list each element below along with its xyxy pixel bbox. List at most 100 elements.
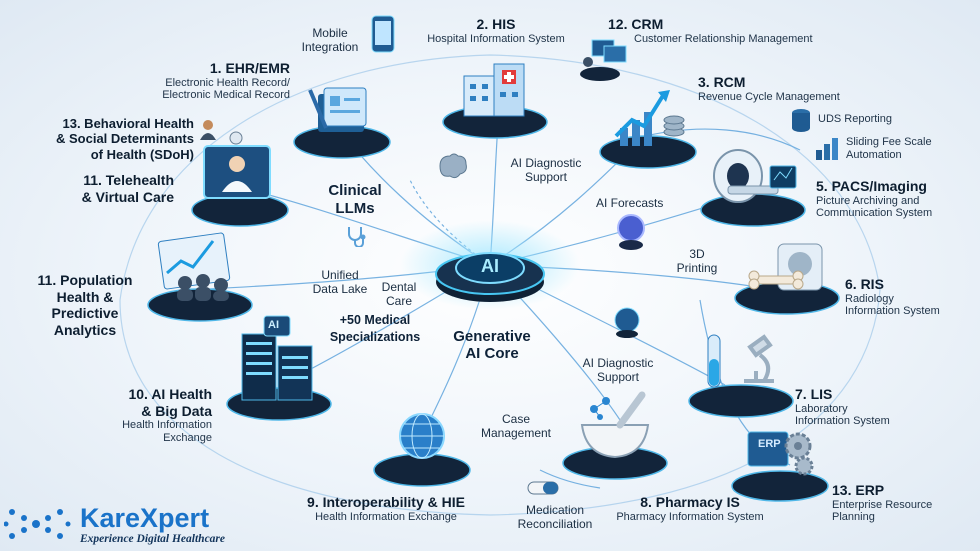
behavioral-line1: 13. Behavioral Health [62, 116, 195, 131]
telehealth-monitor-icon [190, 130, 290, 235]
clinical-line2: LLMs [335, 200, 375, 217]
lis-title: 7. LIS [795, 386, 833, 402]
mobile-line1: Mobile [312, 26, 348, 40]
mortar-pestle-icon [560, 385, 670, 490]
erp-sub2: Planning [832, 511, 875, 524]
telehealth-line1: 11. Telehealth [83, 172, 174, 188]
rcm-label: 3. RCM Revenue Cycle Management [698, 74, 840, 103]
ai-diagnostic-bottom-label: AI Diagnostic Support [570, 356, 666, 384]
bigdata-line1: 10. AI Health [128, 386, 212, 402]
hie-label: 9. Interoperability & HIE Health Informa… [286, 494, 486, 523]
uds-reporting-label: UDS Reporting [818, 113, 892, 125]
pharmacy-title: 8. Pharmacy IS [640, 494, 740, 510]
unified-line2: Data Lake [312, 282, 368, 297]
mri-scanner-icon [698, 140, 808, 235]
microscope-icon [686, 325, 796, 425]
ai-diag-bottom-line1: AI Diagnostic [582, 356, 654, 370]
dental-care-label: Dental Care [376, 280, 422, 308]
ris-title: 6. RIS [845, 276, 884, 292]
population-line1: 11. Population [37, 272, 133, 288]
generative-ai-core-title: Generative AI Core [442, 328, 542, 363]
pacs-title: 5. PACS/Imaging [816, 178, 927, 194]
ris-sub1: Radiology [845, 292, 894, 305]
rcm-title: 3. RCM [698, 74, 746, 90]
logo-tagline: Experience Digital Healthcare [80, 533, 226, 545]
mobile-phone-icon [368, 14, 398, 59]
dental-line2: Care [385, 294, 412, 309]
erp-title: 13. ERP [832, 482, 885, 498]
hospital-building-icon [440, 50, 550, 145]
mobile-integration-label: Mobile Integration [294, 26, 366, 54]
medication-reconciliation-label: Medication Reconciliation [508, 503, 602, 531]
erp-screen-text: ERP [758, 438, 781, 450]
population-label: 11. Population Health & Predictive Analy… [26, 272, 144, 338]
printing-line2: Printing [676, 261, 718, 276]
behavioral-health-person-icon [198, 118, 218, 147]
globe-small-icon [612, 306, 642, 345]
core-title-line2: AI Core [465, 345, 519, 363]
pharmacy-sub1: Pharmacy Information System [616, 510, 764, 523]
rcm-sub1: Revenue Cycle Management [698, 90, 840, 103]
bigdata-sub1: Health Information [122, 419, 212, 432]
uds-database-icon [790, 108, 812, 139]
medication-line2: Reconciliation [517, 517, 593, 532]
population-analytics-icon [145, 225, 255, 330]
core-title-line1: Generative [453, 328, 531, 345]
pharmacy-label: 8. Pharmacy IS Pharmacy Information Syst… [600, 494, 780, 523]
medication-line1: Medication [525, 503, 585, 517]
hie-sub1: Health Information Exchange [315, 510, 457, 523]
unified-data-lake-label: Unified Data Lake [300, 268, 380, 296]
case-management-label: Case Management [474, 412, 558, 440]
globe-network-icon [372, 400, 472, 495]
ai-diag-top-line2: Support [524, 170, 568, 185]
lis-label: 7. LIS Laboratory Information System [795, 386, 890, 428]
printing-line1: 3D [689, 247, 705, 261]
logo-name: KareXpert [80, 503, 210, 533]
erp-label: 13. ERP Enterprise Resource Planning [832, 482, 932, 524]
ris-label: 6. RIS Radiology Information System [845, 276, 940, 318]
specializations-line1: +50 Medical [339, 313, 411, 327]
sliding-line2: Automation [846, 148, 902, 161]
sliding-line1: Sliding Fee Scale [846, 136, 932, 148]
dental-line1: Dental [381, 280, 417, 294]
bigdata-label: 10. AI Health & Big Data Health Informat… [90, 386, 212, 445]
ai-forecasts-label: AI Forecasts [596, 196, 664, 210]
specializations-line2: Specializations [329, 329, 421, 344]
medication-capsule-icon [526, 478, 560, 503]
bigdata-sub2: Exchange [163, 432, 212, 444]
stethoscope-icon [345, 225, 371, 252]
ris-sub2: Information System [845, 305, 940, 318]
karexpert-logo-mark [3, 502, 76, 551]
ai-core-chip-label: AI [481, 256, 499, 276]
behavioral-line3: of Health (SDoH) [90, 146, 194, 162]
ehr-title: 1. EHR/EMR [209, 60, 290, 76]
population-line2: Health & [56, 288, 114, 305]
3d-printing-label: 3D Printing [668, 247, 726, 275]
crm-title: 12. CRM [608, 16, 664, 32]
behavioral-line2: & Social Determinants [56, 131, 194, 147]
pacs-sub2: Communication System [816, 207, 933, 220]
ehr-sub1: Electronic Health Record/ [165, 76, 290, 89]
ai-diagnostic-top-label: AI Diagnostic Support [500, 156, 592, 184]
case-line1: Case [501, 412, 530, 426]
hie-title: 9. Interoperability & HIE [307, 494, 465, 510]
clinical-llms-label: Clinical LLMs [300, 182, 410, 218]
population-line3: Predictive [51, 305, 119, 322]
ehr-sub2: Electronic Medical Record [162, 89, 290, 102]
mobile-line2: Integration [301, 40, 359, 55]
sliding-fee-chart-icon [814, 136, 842, 167]
ai-diag-bottom-line2: Support [596, 370, 640, 385]
ai-diag-top-line1: AI Diagnostic [510, 156, 582, 170]
bone-icon [732, 240, 842, 325]
medical-specializations-label: +50 Medical Specializations [310, 312, 440, 346]
server-rack-icon [224, 310, 334, 430]
lis-sub1: Laboratory [795, 402, 848, 415]
erp-gears-icon [730, 420, 830, 510]
pacs-label: 5. PACS/Imaging Picture Archiving and Co… [816, 178, 932, 220]
crm-sub1: Customer Relationship Management [634, 32, 813, 45]
ai-core-platform [434, 238, 546, 304]
pacs-sub1: Picture Archiving and [816, 194, 920, 207]
population-line4: Analytics [53, 321, 117, 338]
erp-sub1: Enterprise Resource [832, 498, 933, 511]
behavioral-label: 13. Behavioral Health & Social Determina… [20, 116, 194, 162]
